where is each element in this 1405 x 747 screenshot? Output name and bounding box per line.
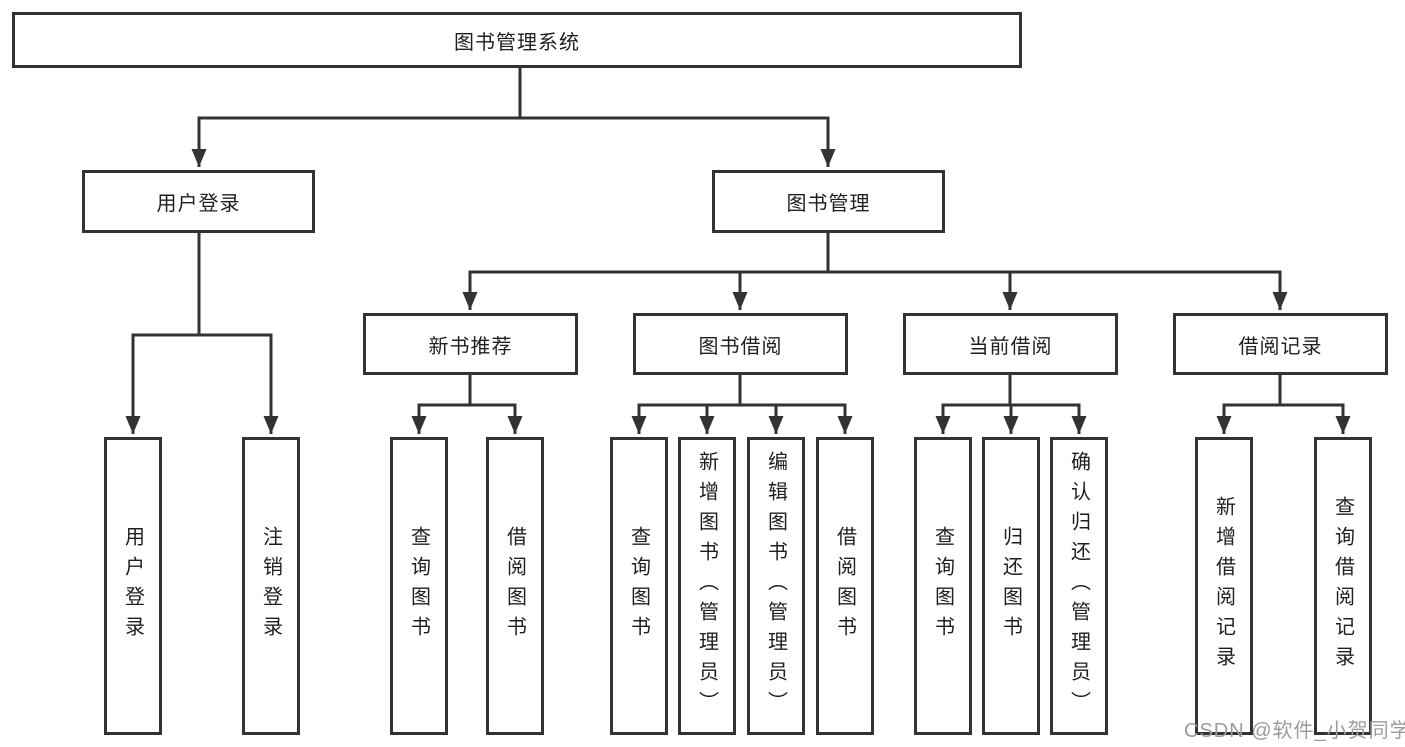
node-book-management: 图书管理	[712, 170, 945, 233]
connector-new-book-recommend-to-leaves	[411, 375, 523, 434]
connector-current-borrow-to-leaves	[935, 375, 1087, 434]
leaf-confirm-return-admin: 确认归还（管理员）	[1050, 437, 1108, 735]
connector-user-login-to-leaves	[125, 233, 279, 434]
node-borrow-records: 借阅记录	[1173, 313, 1388, 375]
leaf-add-books-admin: 新增图书（管理员）	[678, 437, 736, 735]
connector-book-borrow-to-leaves	[631, 375, 853, 434]
leaf-edit-books-admin: 编辑图书（管理员）	[747, 437, 805, 735]
node-book-borrow: 图书借阅	[633, 313, 848, 375]
connector-book-management-to-level3	[462, 233, 1288, 310]
connector-borrow-records-to-leaves	[1216, 375, 1351, 434]
leaf-add-borrow-record: 新增借阅记录	[1195, 437, 1253, 735]
node-current-borrow: 当前借阅	[903, 313, 1118, 375]
leaf-query-books-recommend: 查询图书	[390, 437, 448, 735]
node-new-book-recommend: 新书推荐	[363, 313, 578, 375]
leaf-query-books-borrow: 查询图书	[610, 437, 668, 735]
watermark: CSDN @软件_小贺同学	[1184, 720, 1405, 742]
leaf-query-books-current: 查询图书	[914, 437, 972, 735]
leaf-user-login: 用户登录	[104, 437, 162, 735]
node-user-login: 用户登录	[82, 170, 315, 233]
leaf-logout: 注销登录	[242, 437, 300, 735]
leaf-borrow-books-recommend: 借阅图书	[486, 437, 544, 735]
connector-root-to-level2	[191, 68, 836, 167]
leaf-query-borrow-record: 查询借阅记录	[1314, 437, 1372, 735]
leaf-return-books: 归还图书	[982, 437, 1040, 735]
node-root-system: 图书管理系统	[12, 12, 1022, 68]
leaf-borrow-books: 借阅图书	[816, 437, 874, 735]
